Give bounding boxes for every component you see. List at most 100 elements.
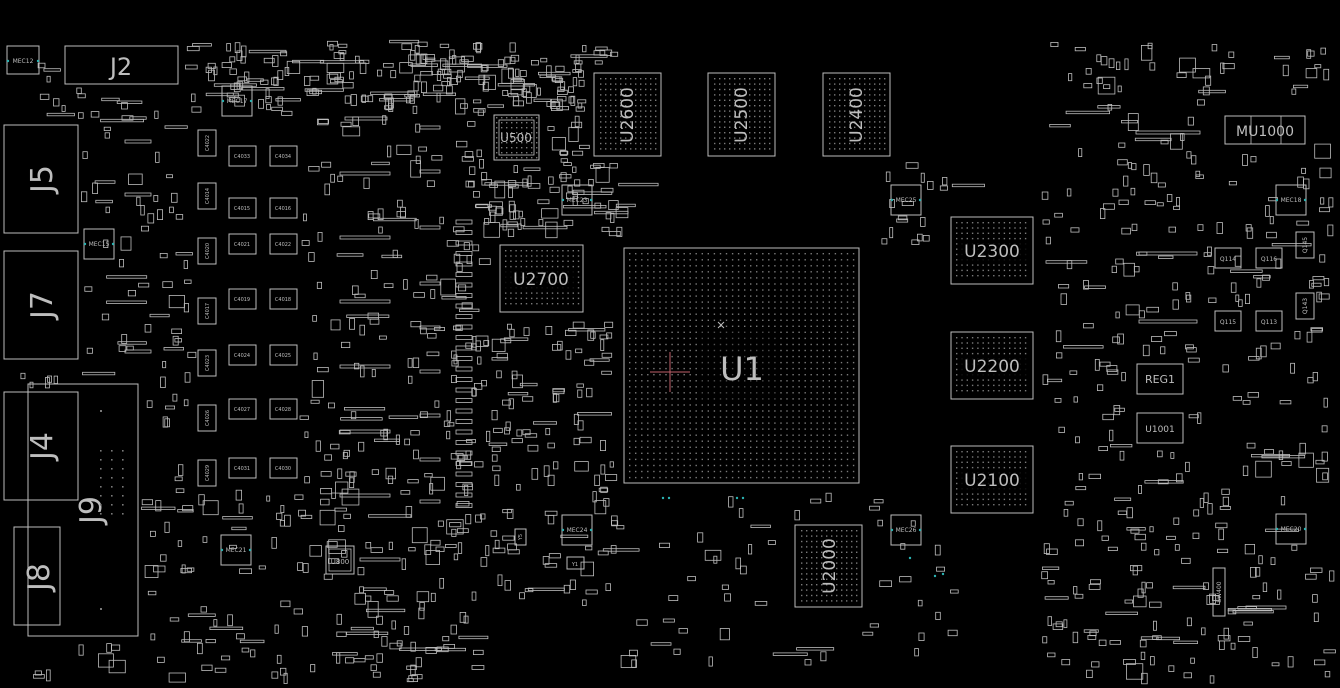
cap-c4017[interactable]: C4017 [197,297,217,325]
cap-c4030[interactable]: C4030 [269,457,298,479]
svg-text:C4022: C4022 [275,242,291,248]
transistor-q145[interactable]: Q145 [1295,231,1315,259]
svg-text:C4024: C4024 [234,353,250,359]
cap-c4015[interactable]: C4015 [228,197,257,219]
memory-u2700[interactable]: U2700 [499,244,584,313]
svg-text:MEC18: MEC18 [1281,197,1302,204]
fiducial-markers [6,59,1307,578]
cap-c4033[interactable]: C4033 [228,145,257,167]
svg-text:C4027: C4027 [234,407,250,413]
cap-c4023[interactable]: C4023 [197,349,217,377]
j8-label: J8 [22,563,57,593]
u2000-balls [801,530,858,602]
mu1000-label: MU1000 [1236,124,1294,140]
memory-u2600[interactable]: U2600 [593,72,662,157]
svg-text:Y1: Y1 [571,562,578,568]
u1001-label: U1001 [1145,425,1175,435]
u2700-label: U2700 [513,270,569,290]
svg-text:Q145: Q145 [1302,237,1309,253]
cap-c4016[interactable]: C4016 [269,197,298,219]
transistor-q115[interactable]: Q115 [1214,310,1242,332]
mec15-part[interactable]: MEC15 [83,228,115,260]
memory-u2300[interactable]: U2300 [950,216,1034,285]
mec18-part[interactable]: MEC18 [1275,184,1307,216]
u1-balls [629,253,855,479]
cap-c4031[interactable]: C4031 [228,457,257,479]
u2600-label: U2600 [618,87,638,143]
cap-c4019[interactable]: C4019 [228,288,257,310]
chip-u500[interactable]: U500 [493,114,540,161]
svg-text:MEC26: MEC26 [896,527,917,534]
svg-text:C4023: C4023 [205,355,211,371]
svg-text:C4021: C4021 [234,242,250,248]
svg-text:C4025: C4025 [275,353,291,359]
j5-label: J5 [25,165,60,195]
svg-text:C4017: C4017 [205,303,211,319]
transistor-q143[interactable]: Q143 [1295,292,1315,320]
transistor-q113[interactable]: Q113 [1255,310,1283,332]
u500-balls [496,117,538,159]
cap-c4018[interactable]: C4018 [269,288,298,310]
cap-c4027[interactable]: C4027 [228,398,257,420]
u2500-label: U2500 [732,87,752,143]
u500-label: U500 [500,131,532,145]
cap-c4024[interactable]: C4024 [228,344,257,366]
cap-c4022[interactable]: C4022 [269,233,298,255]
u2500-balls [714,78,771,150]
cap-c4034[interactable]: C4034 [269,145,298,167]
memory-u2000[interactable]: U2000 [794,524,863,608]
cap-c4025[interactable]: C4025 [269,344,298,366]
connector-j5[interactable]: J5 [3,124,79,234]
mec26-part[interactable]: MEC26 [890,514,922,546]
connector-j4[interactable]: J4 [3,391,79,501]
memory-u2500[interactable]: U2500 [707,72,776,157]
u1-pin1-marker [717,321,725,329]
switch-sw400[interactable]: SW400 [1212,567,1226,617]
transistor-q114[interactable]: Q114 [1214,247,1242,269]
regulator-reg1[interactable]: REG1 [1136,363,1184,395]
svg-text:C4014: C4014 [205,188,211,204]
mec12-part[interactable]: MEC12 [6,45,40,75]
mec21-part[interactable]: MEC21 [220,534,252,566]
j4-label: J4 [25,432,60,462]
cap-c4028[interactable]: C4028 [269,398,298,420]
mec24-part[interactable]: MEC24 [561,514,593,546]
gpu-u1[interactable]: U1 [623,247,860,484]
svg-text:C4022: C4022 [205,135,211,151]
cap-c4029[interactable]: C4029 [197,459,217,487]
svg-text:Q115: Q115 [1220,319,1236,326]
cap-c4021[interactable]: C4021 [228,233,257,255]
connector-j9[interactable]: J9 [27,383,139,637]
crystal-y1[interactable]: Y1 [566,556,585,570]
mec12-label: MEC12 [13,58,34,65]
memory-u2200[interactable]: U2200 [950,331,1034,400]
u2600-balls [600,78,657,150]
svg-text:SW400: SW400 [1216,581,1223,602]
connector-j2[interactable]: J2 [64,45,179,85]
cap-c4020[interactable]: C4020 [197,237,217,265]
chip-u1001[interactable]: U1001 [1136,412,1184,444]
u2400-balls [829,78,886,150]
svg-text:MEC25: MEC25 [896,197,917,204]
cap-c4026[interactable]: C4026 [197,404,217,432]
crystal-y5[interactable]: Y5 [514,528,527,546]
u1-center-marker [650,352,690,392]
module-mu1000[interactable]: MU1000 [1224,115,1306,145]
mec25-part[interactable]: MEC25 [890,184,922,216]
connector-j7[interactable]: J7 [3,250,79,360]
connector-j8[interactable]: J8 [13,526,61,626]
svg-text:C4026: C4026 [205,410,211,426]
cap-c4022-top[interactable]: C4022 [197,129,217,157]
svg-text:C4019: C4019 [234,297,250,303]
memory-u2100[interactable]: U2100 [950,445,1034,514]
transistor-q116[interactable]: Q116 [1255,247,1283,269]
memory-u2400[interactable]: U2400 [822,72,891,157]
u1-label: U1 [720,350,764,388]
u2000-label: U2000 [820,538,840,594]
passive-components [20,39,1336,685]
u800-label: U800 [331,558,349,566]
svg-text:Q113: Q113 [1261,319,1277,326]
svg-text:MEC24: MEC24 [567,527,588,534]
chip-u800[interactable]: U800 [325,545,355,575]
cap-c4014[interactable]: C4014 [197,182,217,210]
